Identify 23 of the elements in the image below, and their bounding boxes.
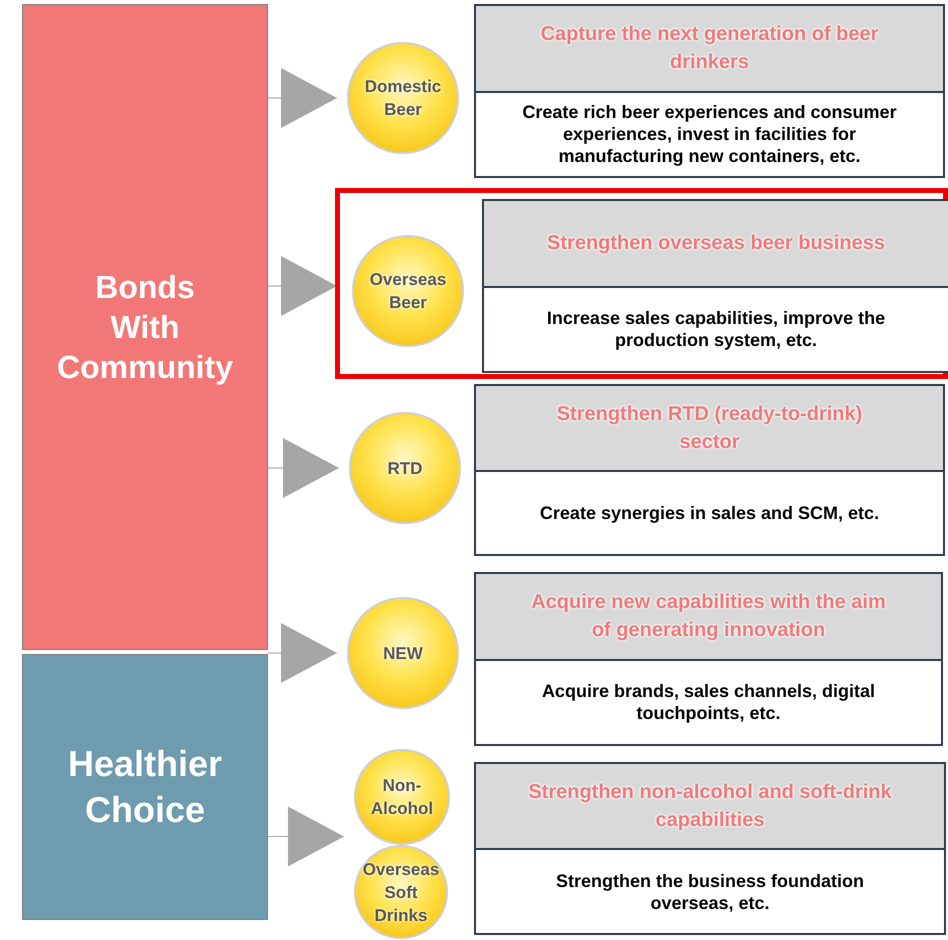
strategy-card [474,384,945,556]
strategy-description: Create synergies in sales and SCM, etc. [538,502,880,525]
strategy-heading: Capture the next generation of beer drinkers [476,6,943,93]
strategy-description: Acquire brands, sales channels, digital touchpoints, etc. [540,680,876,726]
arrow [268,623,338,683]
strategy-description: Strengthen the business foundation overseas, etc. [554,870,865,915]
strategy-description: Create rich beer experiences and consumer experiences, invest in facilities for manufacturing new containers, etc. [521,101,898,168]
arrow [268,806,344,866]
strategy-card [474,4,945,178]
strategy-card [474,572,943,746]
arrow [268,68,338,128]
highlight-frame [335,188,948,379]
strategy-card [474,762,946,935]
strategy-heading: Acquire new capabilities with the aim of generating innovation [476,574,941,661]
arrow [268,256,338,316]
pillar-band: Bonds With Community [22,4,268,650]
strategy-description: Increase sales capabilities, improve the production system, etc. [546,307,886,352]
pillar-band: Healthier Choice [22,654,268,920]
strategy-heading: Strengthen RTD (ready-to-drink) sector [476,386,943,472]
strategy-card [482,199,948,373]
strategy-heading: Strengthen overseas beer business [484,201,948,288]
strategy-heading: Strengthen non-alcohol and soft-drink capabilities [476,764,944,850]
arrow [268,438,340,498]
